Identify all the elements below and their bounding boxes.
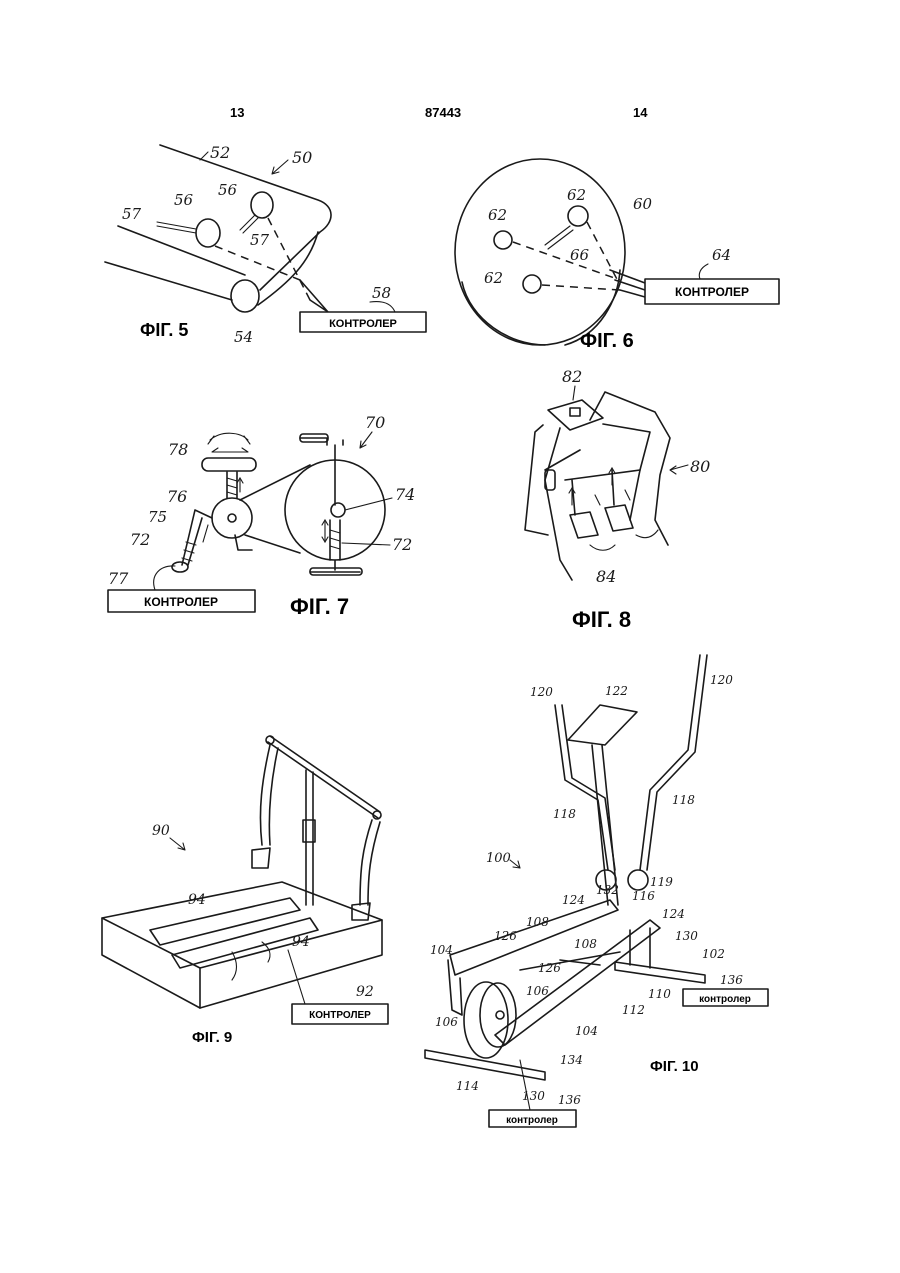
ref-75: 75: [148, 508, 167, 526]
fig10-controller-label-right: контролер: [699, 994, 751, 1005]
ref-120-right: 120: [710, 673, 733, 687]
ref-84: 84: [596, 567, 616, 586]
ref-120-left: 120: [530, 685, 553, 699]
fig9-rail-upper: [150, 898, 300, 945]
fig6-caption: ФІГ. 6: [580, 330, 634, 352]
ref-50: 50: [292, 148, 312, 167]
fig10-caption: ФІГ. 10: [650, 1058, 699, 1075]
ref-104-right: 104: [575, 1024, 598, 1038]
ref-92: 92: [356, 984, 374, 1000]
ref-119: 119: [650, 875, 673, 889]
ref-57-right: 57: [250, 231, 270, 249]
ref-126-left: 126: [494, 929, 517, 943]
ref-94-lower: 94: [292, 934, 310, 950]
ref-124-left: 124: [562, 893, 585, 907]
ref-118-right: 118: [672, 793, 695, 807]
ref-126-right: 126: [538, 961, 561, 975]
ref-56-left: 56: [174, 191, 194, 209]
ref-76: 76: [167, 487, 187, 506]
ref-136-right: 136: [720, 973, 743, 987]
ref-118-left: 118: [553, 807, 576, 821]
ref-108-left: 108: [526, 915, 549, 929]
ref-124-right: 124: [662, 907, 685, 921]
ref-100: 100: [486, 851, 511, 866]
ref-80: 80: [690, 457, 710, 476]
ref-114: 114: [456, 1079, 479, 1093]
ref-70: 70: [365, 413, 385, 432]
fig10-console: [568, 705, 637, 745]
ref-116: 116: [632, 889, 655, 903]
ref-82: 82: [562, 367, 582, 386]
ref-108-right: 108: [574, 937, 597, 951]
figure-6: КОНТРОЛЕР 62 62 62 60 66 64 ФІГ. 6: [455, 159, 779, 352]
ref-106-left: 106: [435, 1015, 458, 1029]
ref-56-right: 56: [218, 181, 238, 199]
ref-94-upper: 94: [188, 892, 206, 908]
ref-90: 90: [152, 823, 170, 839]
fig5-caption: ФІГ. 5: [140, 320, 188, 340]
ref-74: 74: [395, 485, 415, 504]
ref-72-right: 72: [392, 535, 412, 554]
fig5-controller-label: КОНТРОЛЕР: [329, 318, 397, 330]
ref-112: 112: [622, 1003, 645, 1017]
ref-122: 122: [605, 684, 628, 698]
ref-64: 64: [712, 246, 731, 264]
fig9-caption: ФІГ. 9: [192, 1029, 232, 1046]
ref-130-bottom: 130: [522, 1089, 545, 1103]
ref-102: 102: [702, 947, 725, 961]
figure-5: КОНТРОЛЕР 52 50 56 56 57 57 54 58 ФІГ. 5: [105, 143, 426, 346]
fig7-seat: [202, 458, 256, 471]
ref-62-top: 62: [567, 186, 586, 204]
fig8-caption: ФІГ. 8: [572, 607, 631, 632]
fig6-controller-label: КОНТРОЛЕР: [675, 285, 749, 299]
ref-54: 54: [234, 328, 253, 346]
ref-62-top-left: 62: [488, 206, 507, 224]
ref-110: 110: [648, 987, 671, 1001]
ref-66: 66: [570, 246, 590, 264]
fig7-controller-label: КОНТРОЛЕР: [144, 595, 218, 609]
fig10-controller-label-bottom: контролер: [506, 1115, 558, 1126]
fig9-controller-label: КОНТРОЛЕР: [309, 1010, 371, 1021]
figure-9: КОНТРОЛЕР 90 94 94 92 ФІГ. 9: [102, 736, 388, 1046]
fig8-console: [548, 400, 603, 430]
fig7-caption: ФІГ. 7: [290, 594, 349, 619]
ref-52: 52: [210, 143, 230, 162]
ref-134: 134: [560, 1053, 583, 1067]
sensor-knob-right: [251, 192, 273, 218]
ref-130-right: 130: [675, 929, 698, 943]
sensor-knob-left: [196, 219, 220, 247]
figure-7: КОНТРОЛЕР 78 76 75 72 77 70 74 72 ФІГ. 7: [108, 413, 415, 619]
ref-136-bottom: 136: [558, 1093, 581, 1107]
ref-104-left: 104: [430, 943, 453, 957]
ref-57-left: 57: [122, 205, 142, 223]
ref-72-left: 72: [130, 530, 150, 549]
ref-77: 77: [108, 569, 129, 588]
figure-10: контролер контролер 120 120 122 118 118 …: [425, 655, 768, 1127]
ref-60: 60: [633, 195, 653, 213]
ref-58: 58: [372, 284, 391, 302]
ref-78: 78: [168, 440, 188, 459]
ref-106-right: 106: [526, 984, 549, 998]
ref-62-bottom: 62: [484, 269, 503, 287]
ref-132: 132: [596, 883, 619, 897]
figure-8: 82 80 84 ФІГ. 8: [525, 367, 710, 632]
